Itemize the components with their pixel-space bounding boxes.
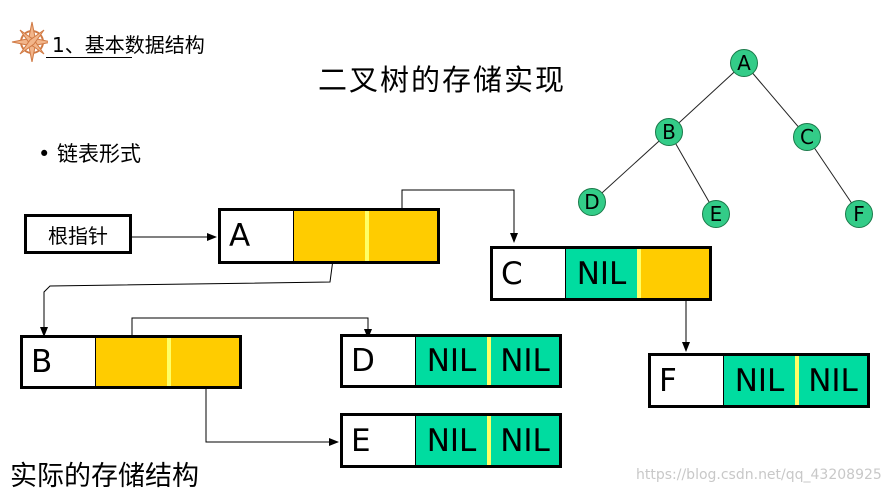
node-label: F [651,356,723,405]
footer-title: 实际的存储结构 [10,461,199,492]
section-title: 1、基本数据结构 [52,33,205,57]
right-nil-field: NIL [795,356,867,405]
node-label: B [23,338,95,386]
tree-node-c: C [793,123,821,151]
bullet-text: • 链表形式 [38,142,142,166]
right-nil-field: NIL [487,416,559,465]
tree-edge-b-e [668,131,717,215]
tree-edge-c-f [806,136,860,215]
storage-node-f: F NIL NIL [648,353,870,408]
left-pointer-field [95,338,167,386]
tree-node-e: E [702,200,730,228]
node-label: A [221,211,293,261]
storage-node-a: A [218,208,440,264]
left-nil-field: NIL [565,249,637,298]
tree-node-b: B [655,118,683,146]
left-nil-field: NIL [415,337,487,385]
left-nil-field: NIL [723,356,795,405]
right-nil-field: NIL [487,337,559,385]
storage-node-d: D NIL NIL [340,334,562,388]
storage-node-c: C NIL [490,246,712,301]
right-pointer-field [167,338,239,386]
right-pointer-field [365,211,437,261]
slide-title: 二叉树的存储实现 [318,63,567,97]
tree-node-f: F [845,200,873,228]
left-nil-field: NIL [415,416,487,465]
node-label: D [343,337,415,385]
storage-node-b: B [20,335,242,389]
right-pointer-field [637,249,709,298]
tree-node-d: D [578,188,606,216]
arrow-a-to-b [40,236,337,337]
compass-logo-icon [11,21,48,62]
arrow-b-to-e [205,365,339,446]
left-pointer-field [293,211,365,261]
tree-node-a: A [730,49,758,77]
watermark-text: https://blog.csdn.net/qq_43208925 [636,467,882,483]
tree-edge-a-b [668,62,745,133]
root-pointer-box: 根指针 [24,214,132,254]
node-label: C [493,249,565,298]
tree-edge-b-d [591,131,670,203]
section-underline [46,57,132,58]
storage-node-e: E NIL NIL [340,413,562,468]
node-label: E [343,416,415,465]
tree-edge-a-c [743,62,808,138]
